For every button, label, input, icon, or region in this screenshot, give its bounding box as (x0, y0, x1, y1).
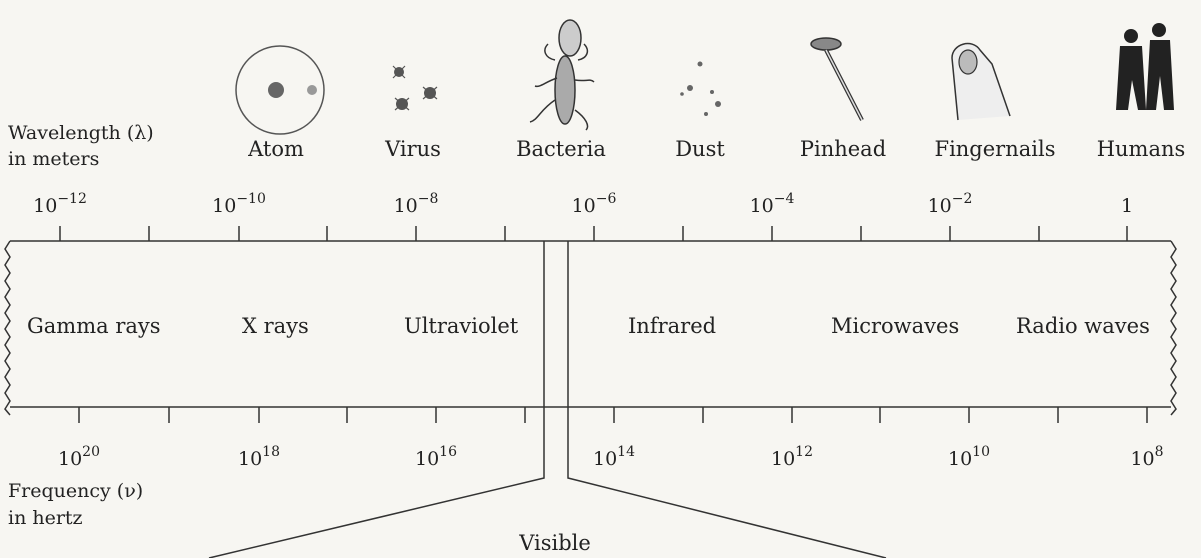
object-label-bacteria: Bacteria (516, 137, 606, 161)
right-wavy-edge (1171, 241, 1176, 415)
wavelength-tick-label: 10−8 (394, 191, 439, 217)
band-label-ultraviolet: Ultraviolet (404, 314, 519, 338)
band-label-infrared: Infrared (628, 314, 716, 338)
frequency-tick-label: 1018 (238, 444, 280, 470)
frequency-axis-unit: in hertz (8, 507, 83, 529)
visible-band-right-edge (568, 241, 886, 558)
visible-band-left-edge (209, 241, 544, 558)
frequency-tick-label: 108 (1130, 444, 1163, 470)
object-label-atom: Atom (247, 137, 304, 161)
frequency-tick-label: 1010 (948, 444, 990, 470)
left-wavy-edge (5, 241, 10, 415)
object-label-humans: Humans (1097, 137, 1186, 161)
bottom-ticks (79, 407, 1147, 423)
humans-icon (1116, 23, 1174, 110)
frequency-tick-label: 1016 (415, 444, 457, 470)
dust-icon (680, 62, 721, 117)
wavelength-axis-unit: in meters (8, 148, 99, 170)
atom-icon (236, 46, 324, 134)
wavelength-tick-label: 10−6 (572, 191, 617, 217)
wavelength-tick-label: 1 (1121, 195, 1133, 217)
bacteria-icon (530, 20, 594, 130)
wavelength-axis-title: Wavelength (λ) (8, 122, 154, 144)
band-label-gamma-rays: Gamma rays (27, 314, 161, 338)
frequency-tick-label: 1012 (771, 444, 813, 470)
frequency-tick-label: 1020 (58, 444, 100, 470)
object-label-pinhead: Pinhead (800, 137, 886, 161)
wavelength-tick-label: 10−2 (928, 191, 973, 217)
fingernail-icon (952, 44, 1010, 120)
band-label-microwaves: Microwaves (831, 314, 959, 338)
wavelength-tick-label: 10−12 (33, 191, 87, 217)
object-label-fingernails: Fingernails (935, 137, 1056, 161)
frequency-tick-label: 1014 (593, 444, 635, 470)
band-label-x-rays: X rays (242, 314, 309, 338)
pinhead-icon (811, 38, 862, 120)
wavelength-tick-label: 10−4 (750, 191, 795, 217)
object-label-virus: Virus (384, 137, 441, 161)
object-label-dust: Dust (675, 137, 725, 161)
virus-icon (393, 66, 437, 110)
top-ticks (60, 226, 1127, 241)
wavelength-tick-label: 10−10 (212, 191, 266, 217)
frequency-axis-title: Frequency (ν) (8, 480, 143, 502)
visible-band-label: Visible (518, 531, 591, 555)
band-label-radio-waves: Radio waves (1016, 314, 1150, 338)
